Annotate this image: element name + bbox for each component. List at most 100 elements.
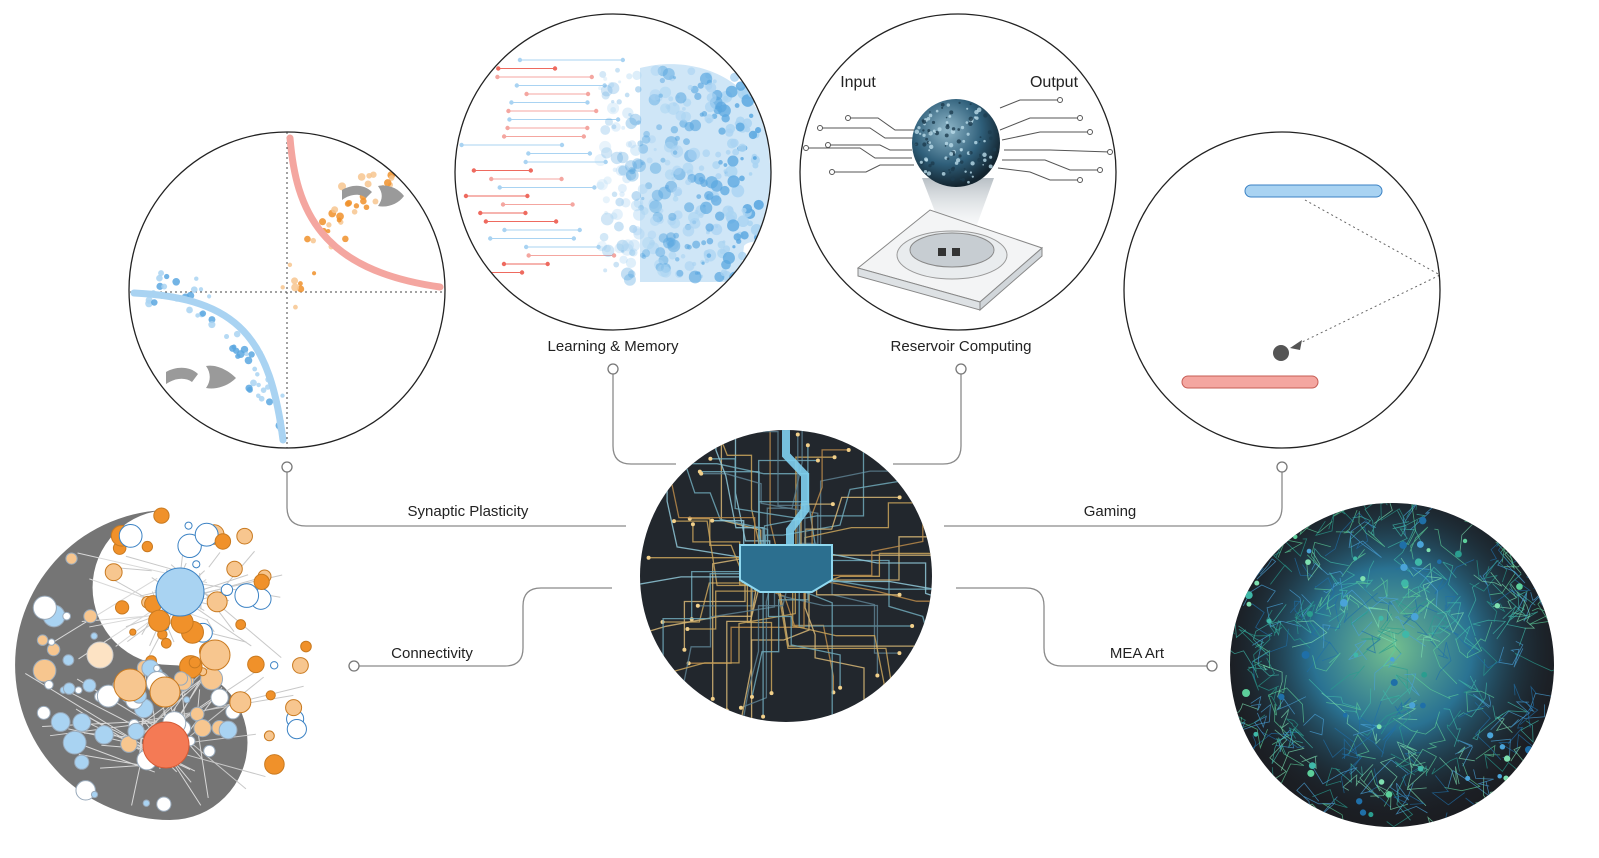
scatter-dot (353, 203, 360, 209)
scatter-dot (246, 386, 253, 393)
input-line-dot (519, 270, 525, 275)
input-line-dot (620, 57, 626, 63)
circuit-pad (761, 714, 766, 719)
particle (611, 191, 618, 198)
synaptic-plasticity-panel (128, 131, 446, 449)
input-line-dot (528, 168, 534, 173)
label-learning-memory: Learning & Memory (548, 338, 679, 355)
particle (668, 212, 677, 221)
neuron-soma (1281, 790, 1290, 799)
neurite (1340, 738, 1361, 794)
circuit-trace (825, 578, 932, 652)
connector-mea (956, 587, 1212, 667)
mea-art-panel (1230, 503, 1554, 827)
neurite (1342, 774, 1360, 791)
neurite (1490, 509, 1517, 525)
sphere-speck (969, 103, 972, 106)
particle (629, 249, 636, 256)
neurite (1326, 594, 1336, 615)
circuit-pad (708, 456, 713, 461)
particle (637, 184, 648, 195)
neurite (1295, 604, 1323, 640)
sphere-speck (917, 126, 921, 130)
neuron-soma (1418, 516, 1427, 525)
particle (737, 143, 747, 153)
neuron-soma (1421, 671, 1428, 678)
circuit-board-center (620, 430, 995, 748)
scatter-dot (424, 174, 433, 182)
neurite (1486, 600, 1506, 623)
network-node (177, 533, 202, 559)
particle (673, 232, 680, 239)
network-node (44, 679, 54, 690)
neurite (1396, 741, 1418, 760)
sphere-speck (987, 130, 992, 135)
sphere-speck (969, 150, 973, 155)
neurite (1291, 620, 1328, 648)
neuron-soma (1306, 610, 1313, 618)
particle (710, 223, 723, 236)
circuit-pad (721, 430, 726, 434)
particle (727, 206, 734, 213)
circuit-trace (746, 577, 773, 694)
sphere-speck (914, 142, 919, 146)
particle (672, 150, 678, 155)
neuron-soma (1465, 775, 1471, 781)
input-line-dot (596, 244, 601, 250)
circuit-pad (737, 744, 741, 748)
input-line-dot (507, 117, 512, 122)
scatter-dot (194, 276, 199, 281)
neurite (1230, 775, 1240, 798)
circuit-pad (830, 724, 834, 728)
neurite (1473, 693, 1492, 708)
particle (753, 199, 764, 210)
circuit-pad (846, 447, 851, 452)
endpoint-gaming (1276, 461, 1288, 473)
circuit-pad (710, 696, 715, 701)
ball (1273, 345, 1289, 361)
particle (649, 239, 655, 246)
particle (641, 196, 645, 201)
particle (737, 215, 749, 228)
input-line-dot (525, 193, 530, 199)
neurite (1497, 558, 1526, 584)
scatter-dot (399, 149, 405, 155)
circuit-pad (991, 650, 995, 654)
network-node (199, 639, 231, 671)
input-line-dot (553, 219, 559, 224)
sphere-speck (977, 157, 982, 163)
particle (738, 272, 749, 283)
neurite (1454, 739, 1474, 767)
neurite (1294, 557, 1314, 577)
neurite (1325, 767, 1342, 787)
neurite (1238, 628, 1273, 652)
neurite (1435, 642, 1452, 681)
input-line-dot (523, 210, 528, 216)
circuit-pad (875, 673, 880, 678)
particle (625, 141, 633, 148)
particle (624, 160, 637, 173)
input-line-dot (523, 244, 529, 250)
particle (699, 201, 713, 215)
network-node (173, 671, 189, 686)
neurite (1510, 648, 1524, 668)
sphere-speck (928, 149, 931, 152)
sphere-speck (968, 116, 974, 122)
scatter-dot (389, 149, 395, 154)
neurite (1253, 767, 1274, 803)
particle (671, 176, 676, 182)
input-line-dot (602, 83, 607, 88)
scatter-dot (224, 334, 230, 340)
network-node (156, 796, 172, 812)
neurite (1431, 596, 1461, 636)
neurite (1488, 812, 1504, 827)
neuron-soma (1339, 599, 1348, 607)
scatter-dot (342, 235, 349, 243)
particle (753, 76, 760, 83)
particle (602, 196, 610, 204)
circuit-pad (620, 468, 624, 472)
neurite (1437, 610, 1469, 635)
scatter-dot (419, 144, 425, 150)
neurite (1392, 513, 1426, 530)
particle (607, 102, 620, 115)
